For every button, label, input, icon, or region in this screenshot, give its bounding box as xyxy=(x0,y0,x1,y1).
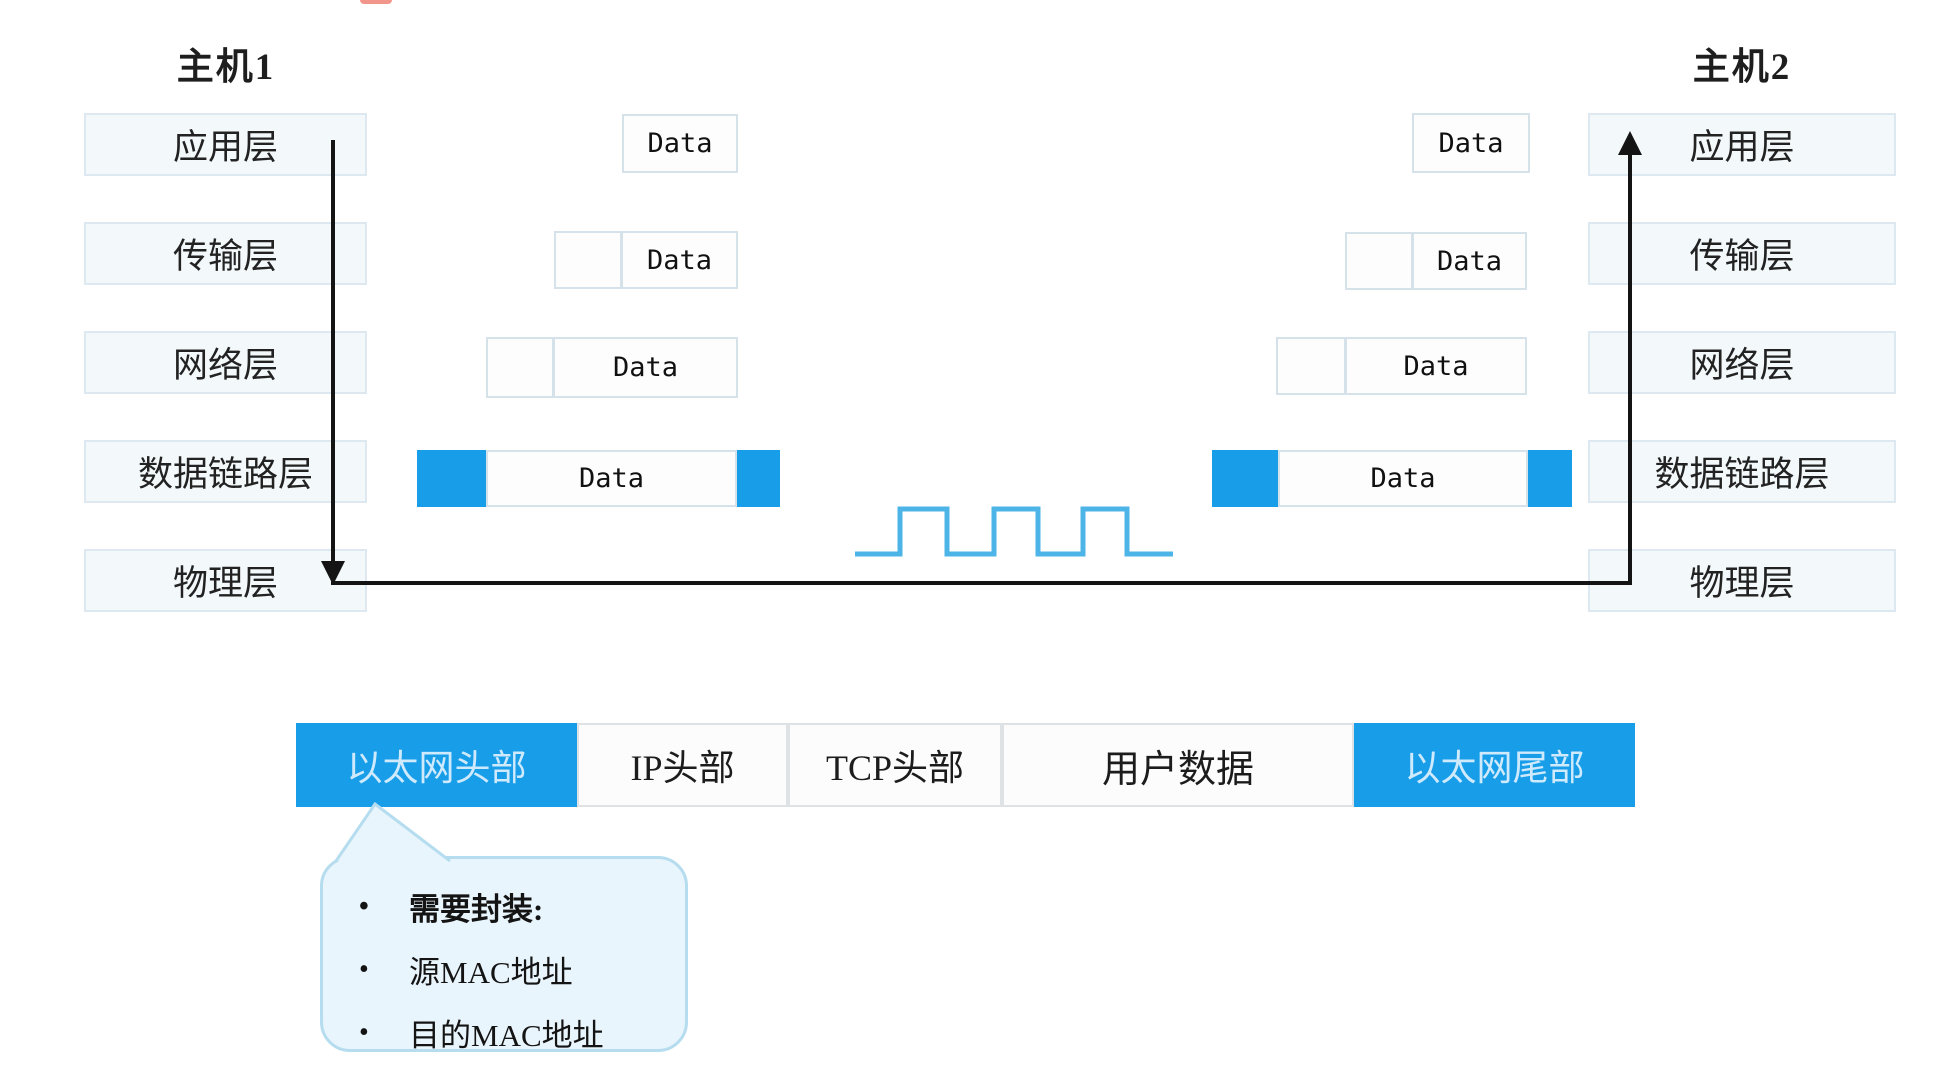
ip-header-cell xyxy=(486,337,554,398)
bullet-icon: • xyxy=(359,1016,369,1048)
frame-eth-header: 以太网头部 xyxy=(296,723,577,807)
right-network-packet: Data xyxy=(1276,337,1527,395)
ip-header-cell xyxy=(1276,337,1346,395)
callout-text: 源MAC地址 xyxy=(409,955,573,990)
layer-right-physical: 物理层 xyxy=(1588,549,1896,612)
arrow-up-line xyxy=(1628,154,1632,585)
host2-title: 主机2 xyxy=(1692,47,1792,88)
left-app-data-box: Data xyxy=(622,114,738,173)
layer-right-transport: 传输层 xyxy=(1588,222,1896,285)
signal-wave xyxy=(855,506,1173,557)
right-transport-segment: Data xyxy=(1345,232,1527,290)
tcp-header-cell xyxy=(1345,232,1413,290)
callout-item: • 需要封装: xyxy=(359,875,675,938)
eth-header-cell xyxy=(1212,450,1278,507)
frame-user-data: 用户数据 xyxy=(1002,723,1354,807)
data-cell: Data xyxy=(622,231,738,289)
right-app-data-box: Data xyxy=(1412,113,1530,173)
frame-ip-header: IP头部 xyxy=(577,723,788,807)
layer-right-datalink: 数据链路层 xyxy=(1588,440,1896,503)
host1-title: 主机1 xyxy=(176,47,276,88)
data-cell: Data xyxy=(1412,113,1530,173)
layer-left-application: 应用层 xyxy=(84,113,367,176)
arrow-down-line xyxy=(331,140,335,564)
eth-trailer-cell xyxy=(737,450,780,507)
left-datalink-frame: Data xyxy=(417,450,780,507)
data-cell: Data xyxy=(486,450,737,507)
frame-tcp-header: TCP头部 xyxy=(788,723,1002,807)
layer-left-datalink: 数据链路层 xyxy=(84,440,367,503)
data-cell: Data xyxy=(554,337,738,398)
bullet-icon: • xyxy=(359,890,369,922)
eth-trailer-cell xyxy=(1528,450,1572,507)
bullet-icon: • xyxy=(359,953,369,985)
arrow-up-head xyxy=(1618,131,1642,155)
layer-left-transport: 传输层 xyxy=(84,222,367,285)
callout-text: 目的MAC地址 xyxy=(409,1018,604,1053)
callout-tail xyxy=(334,801,451,862)
callout-item: • 目的MAC地址 xyxy=(359,1001,675,1064)
left-transport-segment: Data xyxy=(554,231,738,289)
left-network-packet: Data xyxy=(486,337,738,398)
callout-text: 需要封装: xyxy=(409,892,544,927)
arrow-horizontal-line xyxy=(331,581,1632,585)
layer-right-application: 应用层 xyxy=(1588,113,1896,176)
red-artifact xyxy=(360,0,392,4)
eth-header-cell xyxy=(417,450,486,507)
data-cell: Data xyxy=(1346,337,1527,395)
frame-eth-trailer: 以太网尾部 xyxy=(1354,723,1635,807)
data-cell: Data xyxy=(1413,232,1527,290)
tcp-header-cell xyxy=(554,231,622,289)
callout-bubble: • 需要封装: • 源MAC地址 • 目的MAC地址 xyxy=(320,856,688,1053)
callout-item: • 源MAC地址 xyxy=(359,938,675,1001)
layer-left-network: 网络层 xyxy=(84,331,367,394)
layer-left-physical: 物理层 xyxy=(84,549,367,612)
data-cell: Data xyxy=(1278,450,1528,507)
data-cell: Data xyxy=(622,114,738,173)
layer-right-network: 网络层 xyxy=(1588,331,1896,394)
right-datalink-frame: Data xyxy=(1212,450,1572,507)
